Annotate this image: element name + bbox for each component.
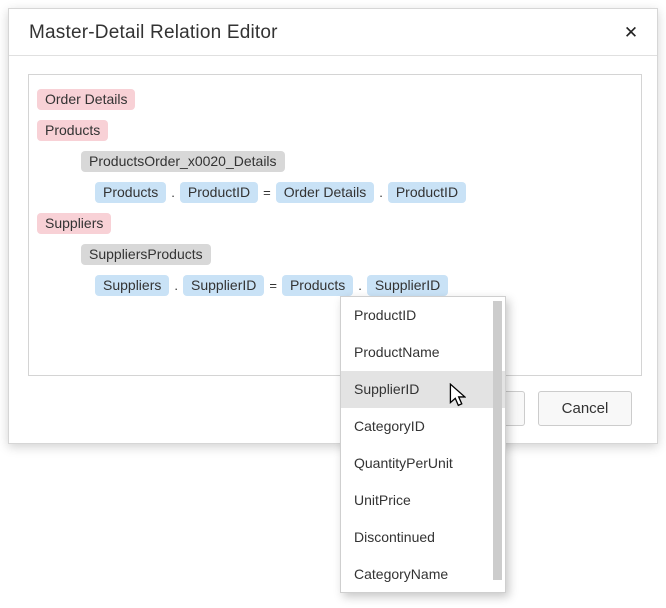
master-table-chip[interactable]: Order Details bbox=[37, 89, 136, 110]
dropdown-item[interactable]: CategoryID bbox=[354, 418, 425, 435]
master-table-chip[interactable]: Products bbox=[37, 120, 109, 141]
dropdown-item[interactable]: ProductID bbox=[354, 307, 417, 324]
dot-separator: . bbox=[358, 278, 362, 293]
dropdown-item[interactable]: QuantityPerUnit bbox=[354, 454, 453, 471]
dropdown-item[interactable]: ProductName bbox=[354, 344, 440, 361]
master-detail-relation-editor-dialog: Master-Detail Relation Editor ✕ Order De… bbox=[8, 8, 658, 444]
tree-row: Suppliers bbox=[37, 213, 112, 234]
tree-row: Products bbox=[37, 120, 109, 141]
tree-row: Products . ProductID = Order Details . P… bbox=[95, 182, 467, 203]
dot-separator: . bbox=[174, 278, 178, 293]
equals-separator: = bbox=[269, 278, 277, 293]
dropdown-item[interactable]: CategoryName bbox=[354, 565, 449, 582]
relation-name-chip[interactable]: SuppliersProducts bbox=[81, 244, 211, 265]
table-chip[interactable]: Suppliers bbox=[95, 275, 170, 296]
dialog-header: Master-Detail Relation Editor ✕ bbox=[9, 9, 657, 56]
relations-tree-panel: Order Details Products ProductsOrder_x00… bbox=[28, 74, 642, 376]
table-chip[interactable]: Order Details bbox=[275, 182, 375, 203]
column-chip[interactable]: ProductID bbox=[179, 182, 259, 203]
cancel-button[interactable]: Cancel bbox=[538, 391, 632, 426]
dropdown-item[interactable]: UnitPrice bbox=[354, 491, 411, 508]
tree-row: Suppliers . SupplierID = Products . Supp… bbox=[95, 275, 449, 296]
column-chip[interactable]: SupplierID bbox=[183, 275, 265, 296]
dropdown-item[interactable]: Discontinued bbox=[354, 528, 435, 545]
dropdown-item-selected[interactable]: SupplierID bbox=[341, 370, 505, 408]
table-chip[interactable]: Products bbox=[281, 275, 354, 296]
dialog-title: Master-Detail Relation Editor bbox=[29, 22, 278, 43]
master-table-chip[interactable]: Suppliers bbox=[37, 213, 112, 234]
column-dropdown-list: ProductID ProductName SupplierID Categor… bbox=[340, 296, 506, 593]
dropdown-scrollbar[interactable] bbox=[493, 301, 502, 580]
dot-separator: . bbox=[171, 185, 175, 200]
tree-row: SuppliersProducts bbox=[81, 244, 211, 265]
equals-separator: = bbox=[263, 185, 271, 200]
close-icon[interactable]: ✕ bbox=[617, 19, 645, 47]
relation-name-chip[interactable]: ProductsOrder_x0020_Details bbox=[81, 151, 285, 172]
column-chip selected-column-chip[interactable]: SupplierID bbox=[366, 275, 449, 296]
tree-row: ProductsOrder_x0020_Details bbox=[81, 151, 285, 172]
column-chip[interactable]: ProductID bbox=[387, 182, 467, 203]
dot-separator: . bbox=[379, 185, 383, 200]
tree-row: Order Details bbox=[37, 89, 136, 110]
table-chip[interactable]: Products bbox=[95, 182, 167, 203]
